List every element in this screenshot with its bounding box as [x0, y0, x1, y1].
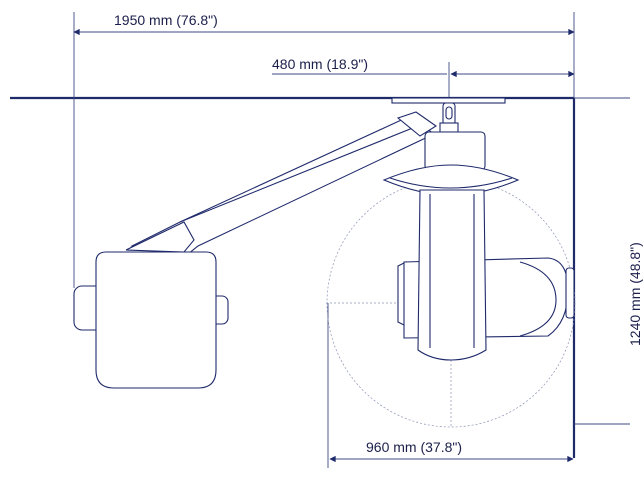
- mount-plate: [391, 97, 506, 104]
- dimension-mount-offset: 480 mm (18.9"): [272, 56, 575, 78]
- left-light-head: [73, 251, 229, 389]
- arm-joint: [396, 111, 437, 137]
- right-head-end: [565, 267, 575, 319]
- tube-body: [417, 189, 487, 361]
- mount-offset-label: 480 mm (18.9"): [272, 56, 368, 72]
- ring-inner-line: [389, 177, 513, 189]
- dimension-rotation-diameter: 960 mm (37.8"): [329, 439, 574, 463]
- dimension-overall-width: 1950 mm (76.8"): [73, 12, 575, 36]
- support-tube: [417, 189, 487, 361]
- depth-label: 1240 mm (48.8"): [627, 242, 643, 346]
- column-neck: [424, 131, 486, 171]
- left-head-body: [95, 251, 217, 389]
- arm-edge-line: [179, 124, 421, 223]
- ceiling-mount: [391, 97, 506, 133]
- rotation-diameter-label: 960 mm (37.8"): [366, 439, 462, 455]
- overall-width-label: 1950 mm (76.8"): [114, 12, 218, 28]
- central-column: [382, 131, 520, 196]
- arm-assembly: [125, 111, 437, 255]
- spindle-slot: [445, 106, 453, 120]
- spindle-collar: [439, 122, 459, 133]
- arm-elbow: [125, 221, 195, 253]
- dimension-depth: 1240 mm (48.8"): [627, 242, 643, 346]
- extension-lines: [73, 12, 630, 468]
- right-head-contour: [519, 261, 557, 337]
